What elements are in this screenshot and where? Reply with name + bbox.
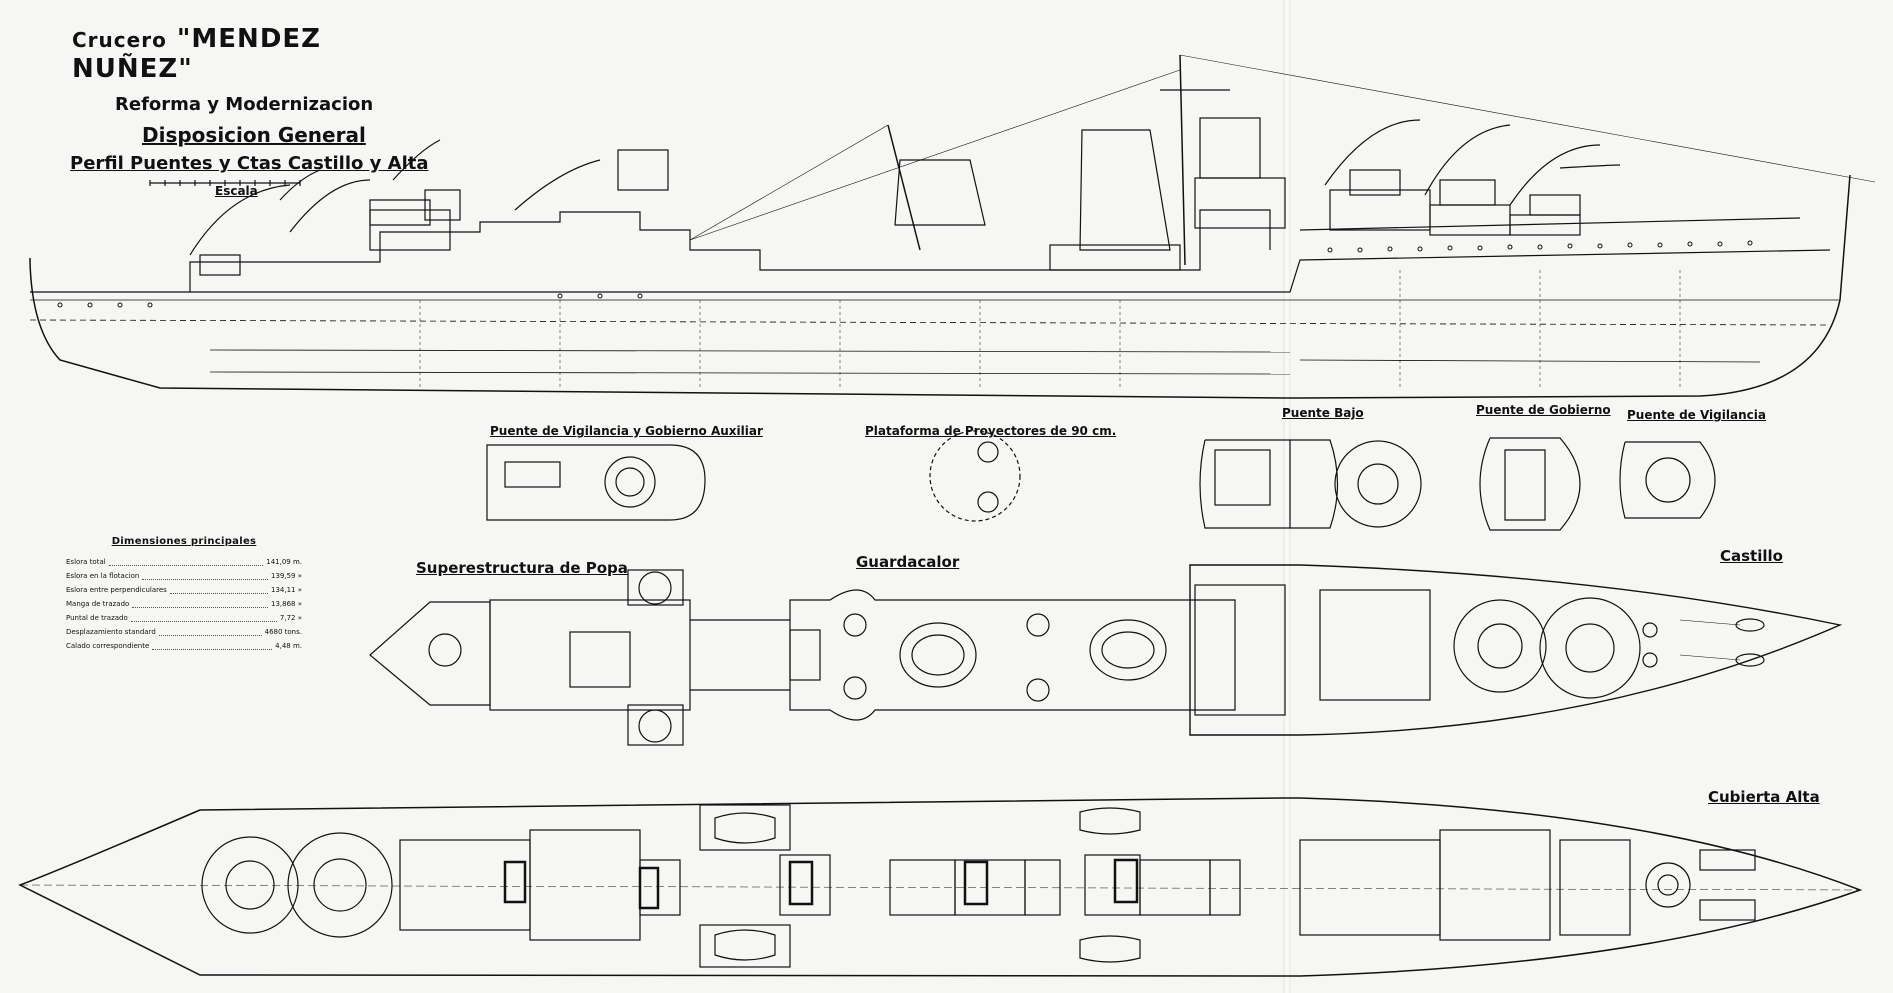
label-guardacalor: Guardacalor — [856, 553, 960, 571]
label-puente-vigilancia: Puente de Vigilancia — [1627, 408, 1766, 422]
label-plataforma-proyectores: Plataforma de Proyectores de 90 cm. — [865, 424, 1117, 438]
label-superestructura-popa: Superestructura de Popa — [416, 559, 628, 577]
subtitle-profile: Perfil Puentes y Ctas Castillo y Alta — [70, 153, 429, 174]
title-block: Crucero "MENDEZ NUÑEZ" Reforma y Moderni… — [70, 24, 430, 198]
scale-bar — [149, 180, 301, 186]
subtitle-general: Disposicion General — [142, 123, 366, 147]
ship-title-name: "MENDEZ NUÑEZ" — [72, 24, 322, 84]
deck-plans-middle — [369, 564, 1843, 746]
dimensions-heading: Dimensiones principales — [111, 536, 257, 547]
paper-fold-seam — [1283, 0, 1291, 993]
label-cubierta-alta: Cubierta Alta — [1708, 788, 1820, 806]
label-castillo: Castillo — [1720, 547, 1783, 565]
label-puente-gobierno: Puente de Gobierno — [1476, 403, 1611, 417]
upper-deck-plan — [18, 797, 1863, 977]
hatched-blocks — [503, 858, 1139, 910]
subtitle-reform: Reforma y Modernizacion — [115, 94, 374, 115]
scale-label: Escala — [215, 184, 258, 198]
ship-title-prefix: Crucero — [72, 28, 167, 52]
label-puente-vigilancia-auxiliar: Puente de Vigilancia y Gobierno Auxiliar — [490, 424, 763, 438]
label-puente-bajo: Puente Bajo — [1282, 406, 1364, 420]
ship-title: Crucero "MENDEZ NUÑEZ" — [70, 24, 430, 84]
portholes — [57, 240, 1753, 308]
profile-view — [29, 54, 1876, 399]
bridge-plans — [486, 430, 1716, 531]
